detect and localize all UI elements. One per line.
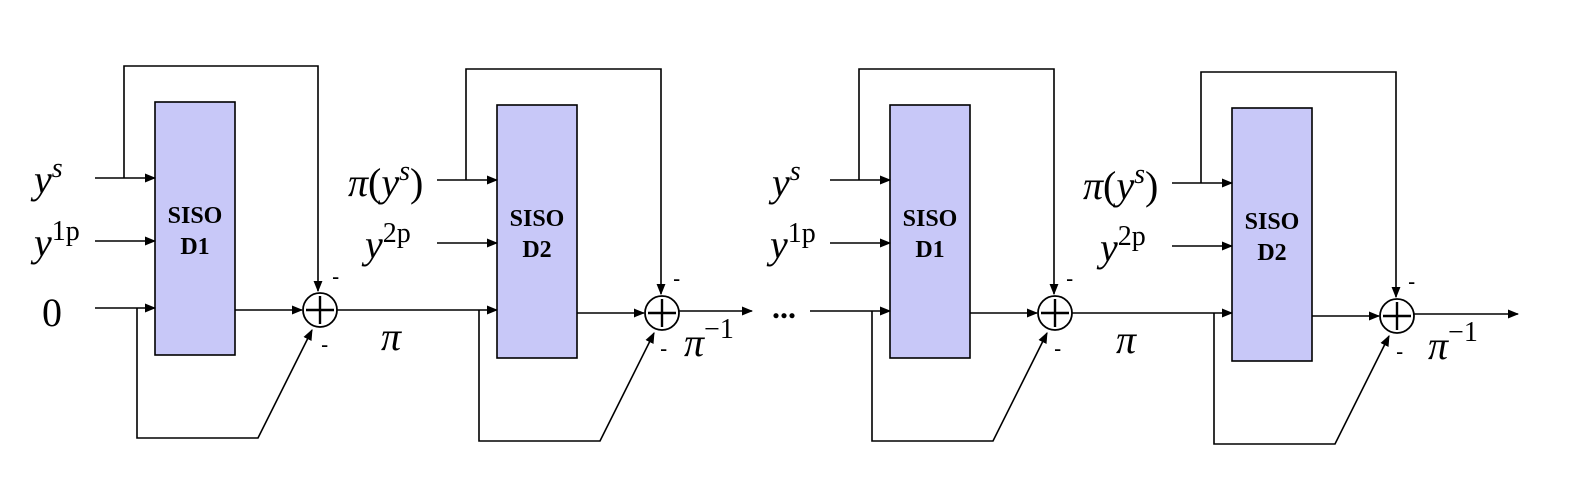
apriori-feedback-line: [136, 308, 313, 439]
input-y2p-label: y2p: [361, 218, 411, 267]
stage-1: SISO D1 ys y1p 0 - - π SISO D2 π(ys) y2p: [30, 65, 754, 442]
stage2-input-ys-label: ys: [768, 156, 801, 205]
stage2-input-pi-ys-label: π(ys): [1083, 159, 1158, 208]
siso-d1-block: [154, 101, 236, 356]
stage2-deinterleaver-label: π−1: [1428, 317, 1478, 368]
summer-2-minus-top: -: [673, 266, 680, 291]
summer-3-minus-bottom: -: [1054, 336, 1061, 361]
input-zero-label: 0: [42, 290, 62, 335]
siso-d2-label-line2: D2: [522, 237, 551, 263]
siso-d2-label-line1: SISO: [510, 206, 565, 232]
stage2-siso-d1-label-line1: SISO: [903, 206, 958, 232]
input-pi-ys-label: π(ys): [348, 156, 423, 205]
stage2-siso-d1-block: [889, 104, 971, 359]
stage2-siso-d2-label-line2: D2: [1257, 240, 1286, 266]
siso-d1-label-line2: D1: [180, 234, 209, 260]
input-y1p-label: y1p: [30, 216, 80, 265]
deinterleaver-label: π−1: [684, 314, 734, 365]
stage2-ys-feedback-line: [858, 68, 1059, 296]
stage2-input-y2p-label: y2p: [1096, 221, 1146, 270]
siso-d2-block: [496, 104, 578, 359]
summer-1-minus-top: -: [332, 264, 339, 289]
input-ys-label: ys: [30, 153, 63, 202]
stage2-input-y1p-label: y1p: [766, 218, 816, 267]
interleaver-label: π: [381, 314, 402, 359]
stage2-siso-d2-label-line1: SISO: [1245, 209, 1300, 235]
summer-4-minus-top: -: [1408, 269, 1415, 294]
d2-apriori-feedback-line: [478, 310, 655, 442]
stage2-apriori-feedback-line: [871, 311, 1048, 442]
ellipsis-label: ...: [772, 289, 796, 325]
siso-d1-label-line1: SISO: [168, 203, 223, 229]
summer-2-minus-bottom: -: [660, 336, 667, 361]
summer-4-minus-bottom: -: [1396, 339, 1403, 364]
summer-1-minus-bottom: -: [321, 332, 328, 357]
stage2-siso-d1-label-line2: D1: [915, 237, 944, 263]
stage2-siso-d2-block: [1231, 107, 1313, 362]
pi-ys-feedback-line: [465, 68, 666, 296]
stage2-pi-ys-feedback-line: [1200, 71, 1401, 299]
stage2-interleaver-label: π: [1116, 317, 1137, 362]
stage-2: ... SISO D1 ys y1p - - π SISO D2 π(ys) y…: [766, 68, 1520, 445]
summer-3-minus-top: -: [1066, 266, 1073, 291]
ys-feedback-line: [123, 65, 323, 293]
stage2-d2-apriori-feedback-line: [1213, 313, 1390, 445]
